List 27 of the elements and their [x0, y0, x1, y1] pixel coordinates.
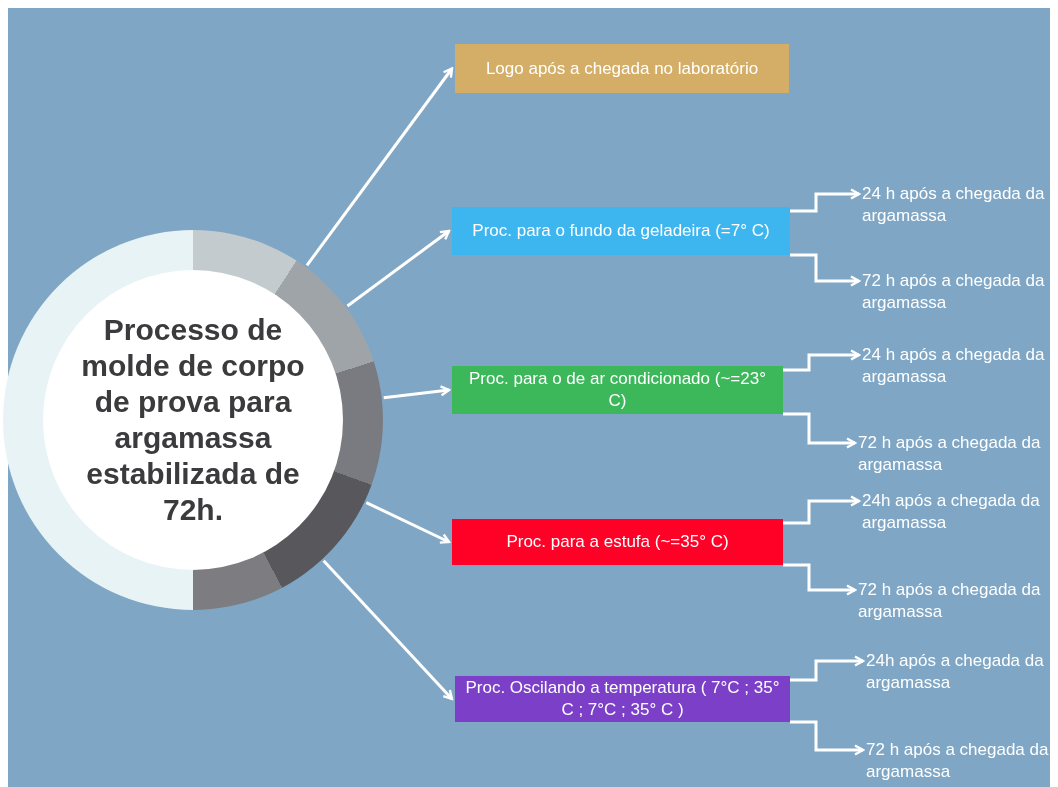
outcome-text: 24h após a chegada da argamassa — [862, 490, 1052, 534]
outcome-text: 72 h após a chegada da argamassa — [866, 739, 1056, 783]
process-box: Logo após a chegada no laboratório — [455, 44, 789, 93]
arrow — [783, 349, 861, 372]
arrow — [790, 253, 861, 287]
arrow — [322, 559, 454, 701]
process-box: Proc. Oscilando a temperatura ( 7°C ; 35° C ; 7°C ; 35° C ) — [455, 676, 790, 722]
outcome-text: 24h após a chegada da argamassa — [866, 650, 1056, 694]
outcome-text: 24 h após a chegada da argamassa — [862, 183, 1052, 227]
process-box: Proc. para o fundo da geladeira (=7° C) — [452, 207, 790, 255]
outcome-text: 72 h após a chegada da argamassa — [862, 270, 1052, 314]
process-box: Proc. para a estufa (~=35° C) — [452, 519, 783, 565]
process-box: Proc. para o de ar condicionado (~=23° C) — [452, 366, 783, 414]
outcome-text: 72 h após a chegada da argamassa — [858, 579, 1048, 623]
arrow — [783, 412, 857, 449]
outcome-text: 24 h após a chegada da argamassa — [862, 344, 1052, 388]
arrow — [790, 655, 865, 682]
arrow — [790, 720, 865, 756]
arrow — [783, 495, 861, 525]
arrow — [305, 67, 454, 267]
arrow — [346, 229, 451, 308]
arrow — [783, 563, 857, 596]
arrow — [383, 385, 451, 400]
arrow — [365, 501, 451, 544]
outcome-text: 72 h após a chegada da argamassa — [858, 432, 1048, 476]
center-title: Processo de molde de corpo de prova para argamassa estabilizada de 72h. — [80, 312, 306, 528]
arrow — [790, 188, 861, 213]
